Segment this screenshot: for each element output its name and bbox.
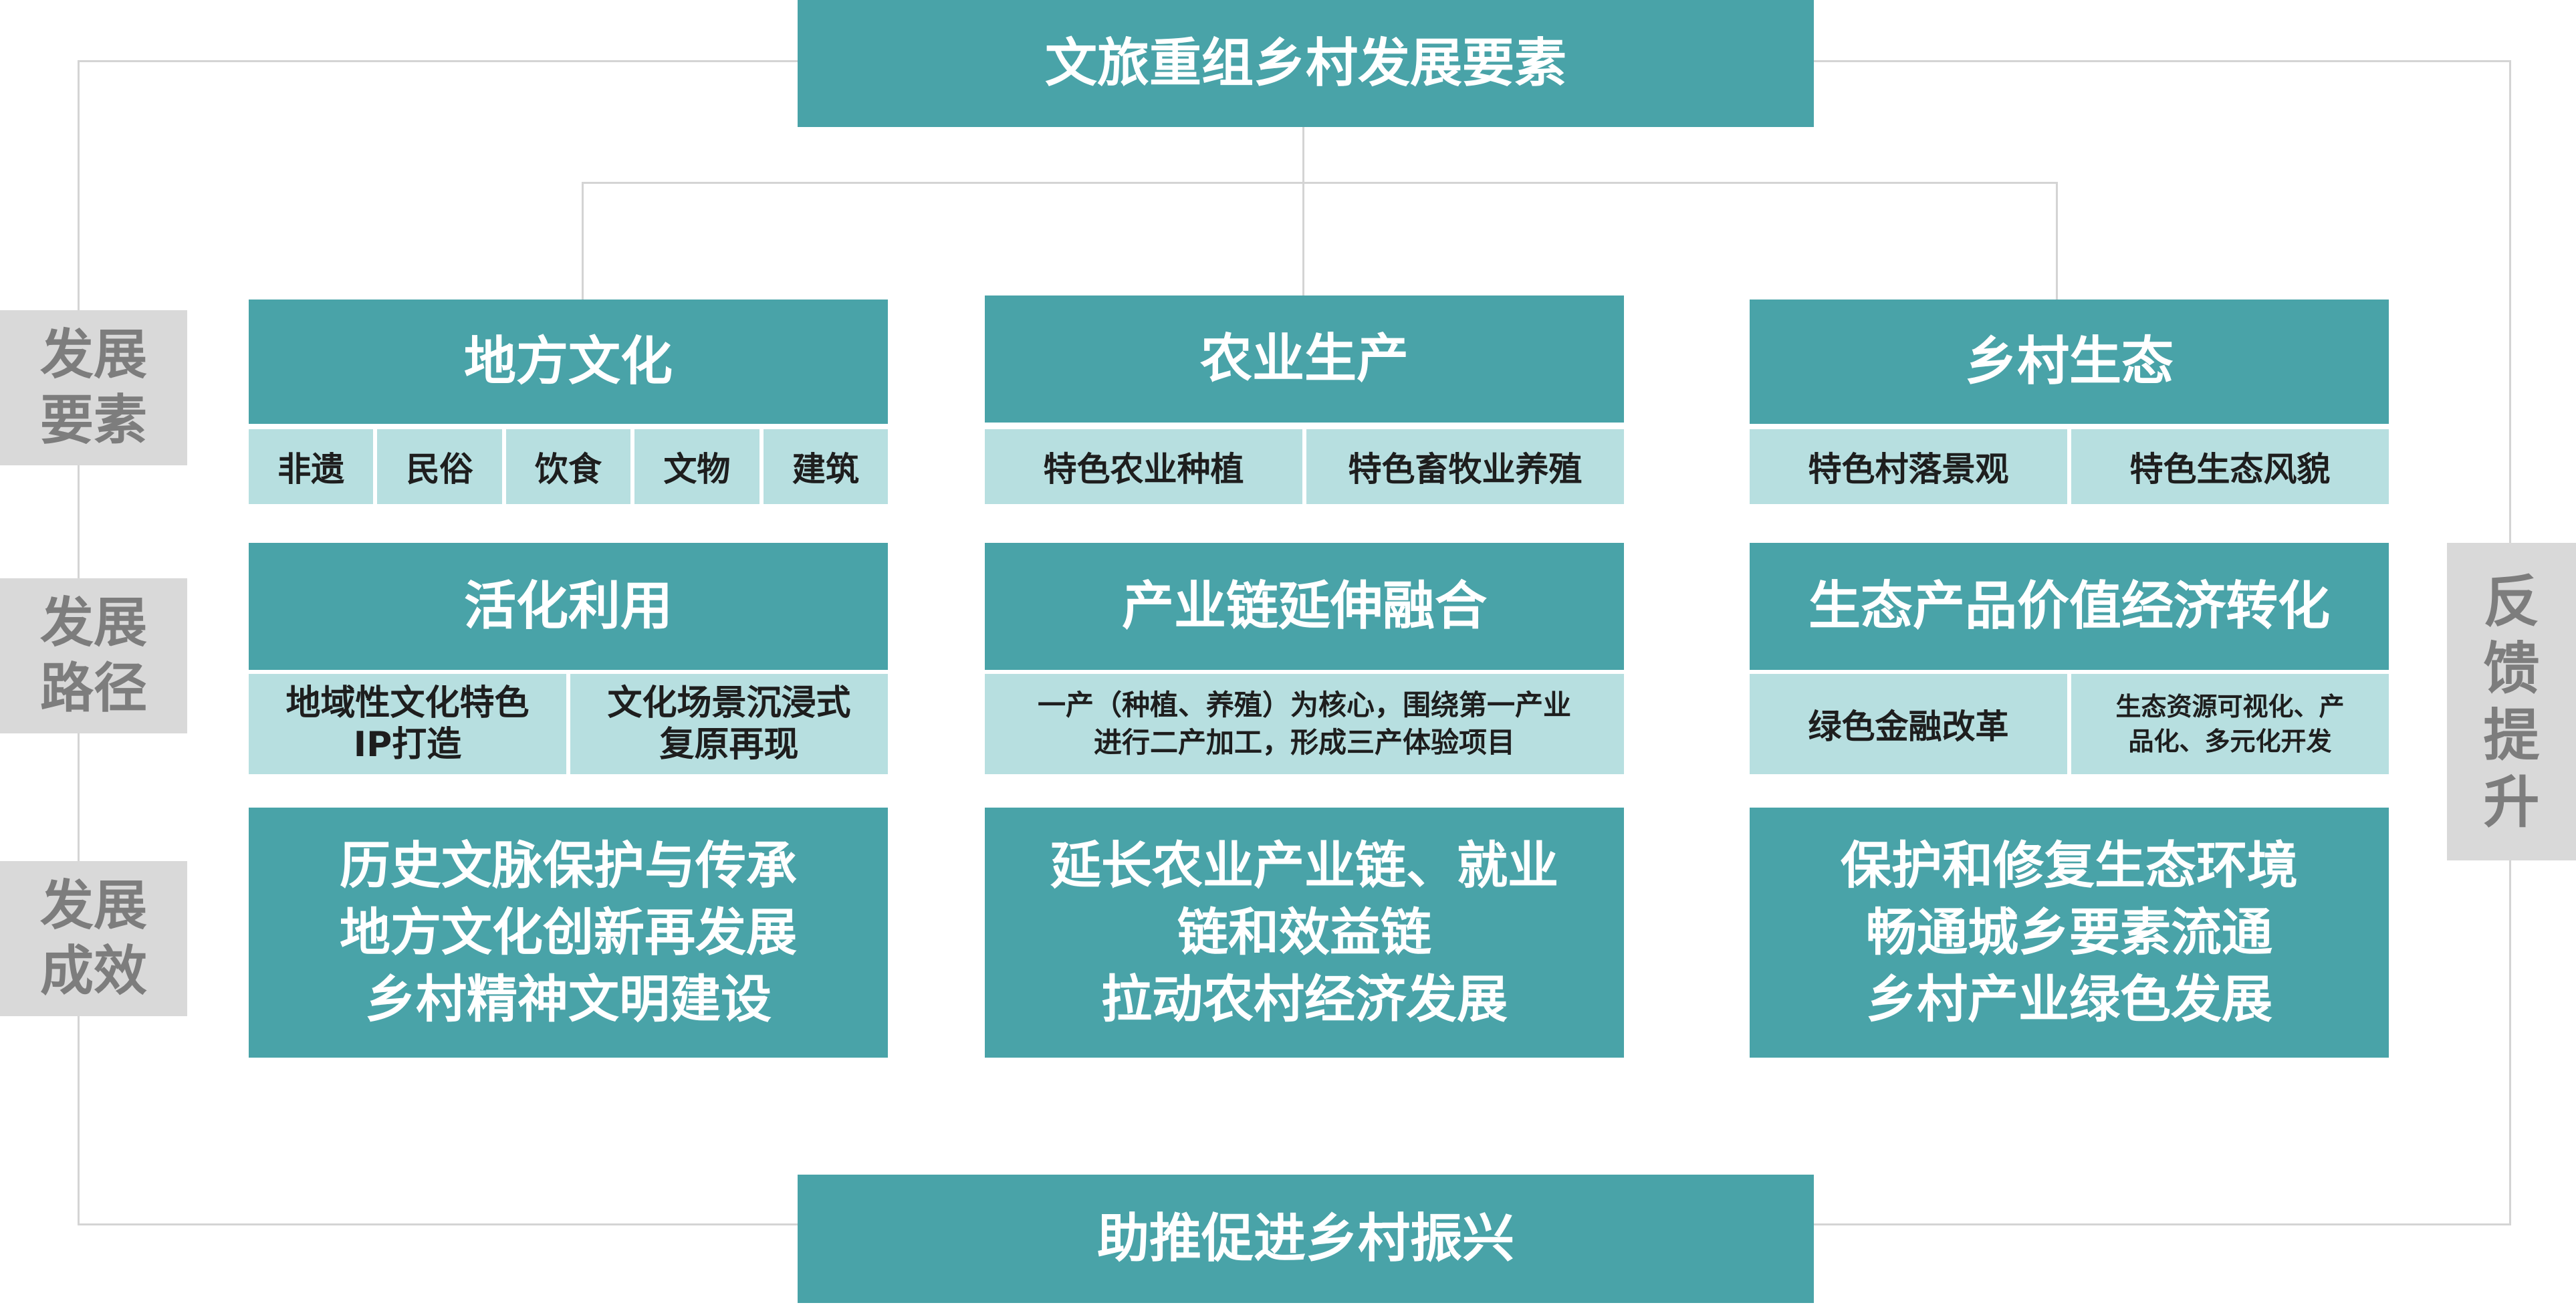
path-items-culture: 地域性文化特色 IP打造 文化场景沉浸式 复原再现 [249,674,888,774]
path-item: 绿色金融改革 [1750,674,2067,774]
element-items-culture: 非遗 民俗 饮食 文物 建筑 [249,429,889,504]
element-items-agriculture: 特色农业种植 特色畜牧业养殖 [985,429,1624,504]
bottom-title-box: 助推促进乡村振兴 [798,1175,1814,1303]
path-items-ecology: 绿色金融改革 生态资源可视化、产 品化、多元化开发 [1750,674,2389,774]
path-item: 一产（种植、养殖）为核心，围绕第一产业 进行二产加工，形成三产体验项目 [985,674,1624,774]
branch-line [582,182,2058,184]
effect-box-culture: 历史文脉保护与传承 地方文化创新再发展 乡村精神文明建设 [249,808,888,1058]
branch-left-line [582,182,584,300]
element-item: 文物 [634,429,759,504]
element-item: 建筑 [763,429,889,504]
path-title-ecology: 生态产品价值经济转化 [1750,543,2389,670]
row-label-effects: 发展 成效 [0,861,187,1016]
row-label-paths: 发展 路径 [0,578,187,733]
path-item: 文化场景沉浸式 复原再现 [570,674,888,774]
path-title-culture: 活化利用 [249,543,888,670]
element-title-agriculture: 农业生产 [985,295,1624,423]
element-items-ecology: 特色村落景观 特色生态风貌 [1750,429,2389,504]
path-title-agriculture: 产业链延伸融合 [985,543,1624,670]
top-title-box: 文旅重组乡村发展要素 [798,0,1814,127]
element-item: 饮食 [505,429,631,504]
element-item: 特色畜牧业养殖 [1306,429,1624,504]
row-label-elements: 发展 要素 [0,310,187,465]
element-item: 特色村落景观 [1750,429,2067,504]
top-stem-line [1302,127,1304,301]
effect-box-agriculture: 延长农业产业链、就业 链和效益链 拉动农村经济发展 [985,808,1624,1058]
element-title-ecology: 乡村生态 [1750,300,2389,424]
element-item: 特色生态风貌 [2071,429,2389,504]
path-item: 生态资源可视化、产 品化、多元化开发 [2071,674,2389,774]
element-item: 民俗 [377,429,502,504]
element-item: 非遗 [249,429,374,504]
effect-box-ecology: 保护和修复生态环境 畅通城乡要素流通 乡村产业绿色发展 [1750,808,2389,1058]
element-title-culture: 地方文化 [249,300,888,424]
feedback-label: 反 馈 提 升 [2447,543,2576,860]
branch-right-line [2056,182,2058,300]
path-item: 地域性文化特色 IP打造 [249,674,566,774]
element-item: 特色农业种植 [985,429,1302,504]
